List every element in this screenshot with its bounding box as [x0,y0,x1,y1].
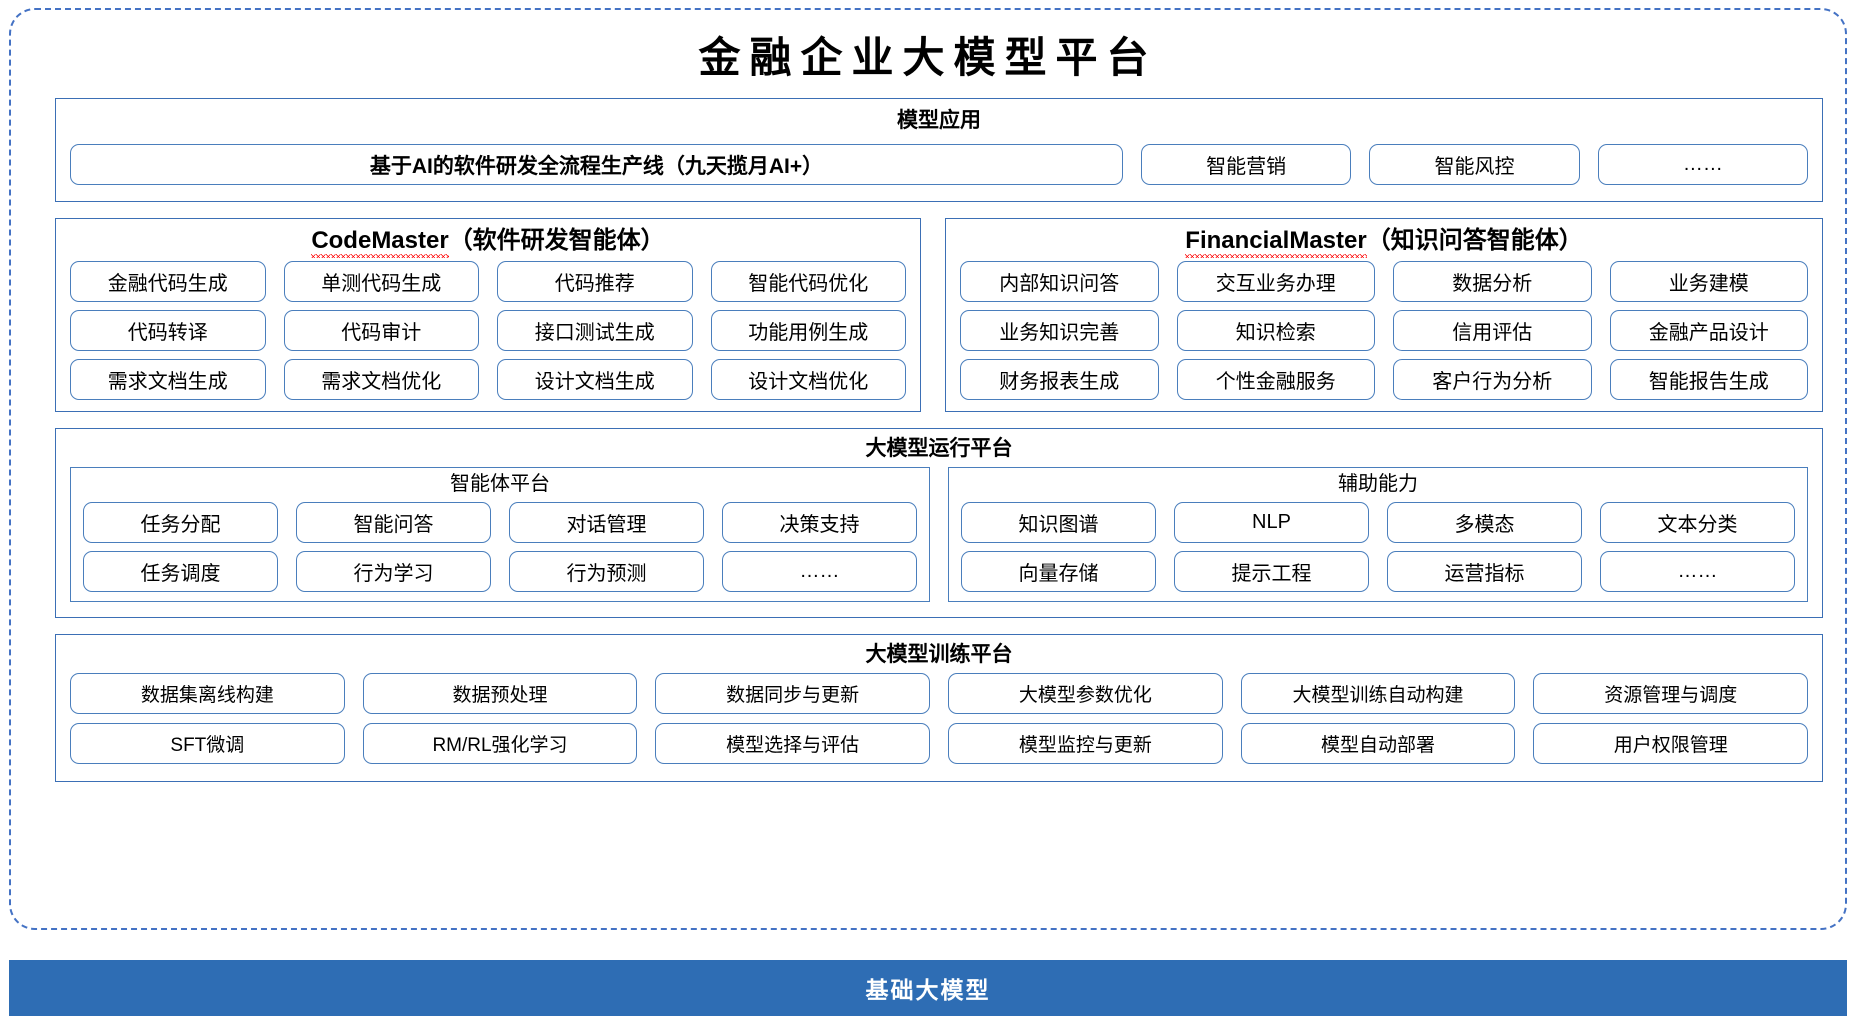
base-model-label: 基础大模型 [865,977,991,1003]
financial-master-item[interactable]: 智能报告生成 [1609,359,1808,400]
agent-platform-item[interactable]: 智能问答 [296,502,491,543]
app-item-more[interactable]: …… [1597,144,1808,185]
app-item-marketing[interactable]: 智能营销 [1141,144,1352,185]
training-platform-item[interactable]: 大模型参数优化 [948,673,1223,714]
financial-master-row: 内部知识问答 交互业务办理 数据分析 业务建模 [960,261,1808,302]
code-master-item[interactable]: 需求文档生成 [70,359,266,400]
section-title-model-application: 模型应用 [897,109,981,132]
code-master-item[interactable]: 单测代码生成 [283,261,479,302]
training-platform-items: 数据集离线构建 数据预处理 数据同步与更新 大模型参数优化 大模型训练自动构建 … [70,673,1809,764]
runtime-platform-columns: 智能体平台 任务分配 智能问答 对话管理 决策支持 任务调度 行为学习 行为预测… [70,467,1808,602]
training-platform-item[interactable]: 用户权限管理 [1533,723,1809,764]
section-title-code-master: CodeMaster（软件研发智能体） [56,227,920,258]
assist-capability-item-more[interactable]: …… [1600,551,1795,592]
code-master-row: 代码转译 代码审计 接口测试生成 功能用例生成 [70,310,906,351]
code-master-item[interactable]: 接口测试生成 [497,310,693,351]
financial-master-name-en: FinancialMaster [1185,227,1368,258]
agent-platform-item[interactable]: 任务调度 [83,551,278,592]
training-platform-item[interactable]: SFT微调 [70,723,345,764]
subsection-assist-capability: 辅助能力 知识图谱 NLP 多模态 文本分类 向量存储 提示工程 运营指标 …… [948,467,1808,602]
training-platform-item[interactable]: 数据同步与更新 [655,673,931,714]
code-master-item[interactable]: 代码转译 [70,310,266,351]
financial-master-item[interactable]: 业务建模 [1609,261,1808,302]
training-platform-item[interactable]: RM/RL强化学习 [362,723,638,764]
assist-capability-item[interactable]: NLP [1174,502,1369,543]
financial-master-item[interactable]: 交互业务办理 [1176,261,1375,302]
financial-master-items: 内部知识问答 交互业务办理 数据分析 业务建模 业务知识完善 知识检索 信用评估… [946,253,1822,400]
financial-master-item[interactable]: 客户行为分析 [1393,359,1592,400]
code-master-item[interactable]: 设计文档生成 [497,359,693,400]
financial-master-item[interactable]: 内部知识问答 [960,261,1159,302]
section-model-application: 模型应用 基于AI的软件研发全流程生产线（九天揽月AI+） 智能营销 智能风控 … [55,98,1823,202]
code-master-name-cn: （软件研发智能体） [448,227,665,254]
agent-platform-row: 任务调度 行为学习 行为预测 …… [83,551,917,592]
financial-master-item[interactable]: 知识检索 [1176,310,1375,351]
code-master-row: 金融代码生成 单测代码生成 代码推荐 智能代码优化 [70,261,906,302]
financial-master-item[interactable]: 数据分析 [1393,261,1592,302]
base-model-bar: 基础大模型 [9,960,1847,1016]
training-platform-item[interactable]: 数据预处理 [362,673,638,714]
code-master-item[interactable]: 代码审计 [283,310,479,351]
assist-capability-item[interactable]: 知识图谱 [961,502,1156,543]
agent-platform-item[interactable]: 对话管理 [509,502,704,543]
code-master-item[interactable]: 功能用例生成 [710,310,906,351]
assist-capability-item[interactable]: 多模态 [1387,502,1582,543]
assist-capability-item[interactable]: 向量存储 [961,551,1156,592]
code-master-item[interactable]: 代码推荐 [497,261,693,302]
agent-platform-item[interactable]: 行为学习 [296,551,491,592]
app-item-risk-control[interactable]: 智能风控 [1369,144,1580,185]
agent-platform-row: 任务分配 智能问答 对话管理 决策支持 [83,502,917,543]
code-master-item[interactable]: 设计文档优化 [710,359,906,400]
code-master-row: 需求文档生成 需求文档优化 设计文档生成 设计文档优化 [70,359,906,400]
section-financial-master: FinancialMaster（知识问答智能体） 内部知识问答 交互业务办理 数… [945,218,1823,412]
code-master-item[interactable]: 金融代码生成 [70,261,266,302]
page-title: 金融企业大模型平台 [698,33,1158,82]
training-platform-item[interactable]: 大模型训练自动构建 [1240,673,1516,714]
subsection-agent-platform: 智能体平台 任务分配 智能问答 对话管理 决策支持 任务调度 行为学习 行为预测… [70,467,930,602]
code-master-item[interactable]: 智能代码优化 [710,261,906,302]
section-title-training-platform: 大模型训练平台 [865,643,1013,666]
agent-platform-item-more[interactable]: …… [722,551,917,592]
section-code-master: CodeMaster（软件研发智能体） 金融代码生成 单测代码生成 代码推荐 智… [55,218,921,412]
training-platform-row: SFT微调 RM/RL强化学习 模型选择与评估 模型监控与更新 模型自动部署 用… [70,723,1809,764]
training-platform-item[interactable]: 模型自动部署 [1240,723,1516,764]
training-platform-item[interactable]: 模型监控与更新 [948,723,1223,764]
code-master-name-en: CodeMaster [311,227,450,258]
training-platform-item[interactable]: 模型选择与评估 [655,723,931,764]
section-training-platform: 大模型训练平台 数据集离线构建 数据预处理 数据同步与更新 大模型参数优化 大模… [55,634,1823,782]
financial-master-row: 财务报表生成 个性金融服务 客户行为分析 智能报告生成 [960,359,1808,400]
financial-master-item[interactable]: 个性金融服务 [1176,359,1375,400]
agent-platform-item[interactable]: 行为预测 [509,551,704,592]
model-application-items: 基于AI的软件研发全流程生产线（九天揽月AI+） 智能营销 智能风控 …… [70,144,1808,185]
assist-capability-item[interactable]: 文本分类 [1600,502,1795,543]
section-runtime-platform: 大模型运行平台 智能体平台 任务分配 智能问答 对话管理 决策支持 任务调度 行… [55,428,1823,618]
training-platform-item[interactable]: 数据集离线构建 [70,673,345,714]
agent-platform-item[interactable]: 任务分配 [83,502,278,543]
financial-master-item[interactable]: 业务知识完善 [960,310,1159,351]
assist-capability-row: 知识图谱 NLP 多模态 文本分类 [961,502,1795,543]
training-platform-row: 数据集离线构建 数据预处理 数据同步与更新 大模型参数优化 大模型训练自动构建 … [70,673,1809,714]
section-title-financial-master: FinancialMaster（知识问答智能体） [946,227,1822,258]
financial-master-row: 业务知识完善 知识检索 信用评估 金融产品设计 [960,310,1808,351]
assist-capability-item[interactable]: 运营指标 [1387,551,1582,592]
assist-capability-item[interactable]: 提示工程 [1174,551,1369,592]
subsection-title-assist-capability: 辅助能力 [1338,473,1418,495]
code-master-items: 金融代码生成 单测代码生成 代码推荐 智能代码优化 代码转译 代码审计 接口测试… [56,253,920,400]
financial-master-item[interactable]: 信用评估 [1393,310,1592,351]
agent-platform-item[interactable]: 决策支持 [722,502,917,543]
section-title-runtime-platform: 大模型运行平台 [865,437,1013,460]
assist-capability-row: 向量存储 提示工程 运营指标 …… [961,551,1795,592]
training-platform-item[interactable]: 资源管理与调度 [1533,673,1809,714]
code-master-item[interactable]: 需求文档优化 [283,359,479,400]
financial-master-name-cn: （知识问答智能体） [1366,227,1583,254]
diagram-frame: 金融企业大模型平台 模型应用 基于AI的软件研发全流程生产线（九天揽月AI+） … [9,8,1847,930]
financial-master-item[interactable]: 财务报表生成 [960,359,1159,400]
financial-master-item[interactable]: 金融产品设计 [1609,310,1808,351]
app-item-primary[interactable]: 基于AI的软件研发全流程生产线（九天揽月AI+） [70,144,1123,185]
subsection-title-agent-platform: 智能体平台 [450,473,550,495]
